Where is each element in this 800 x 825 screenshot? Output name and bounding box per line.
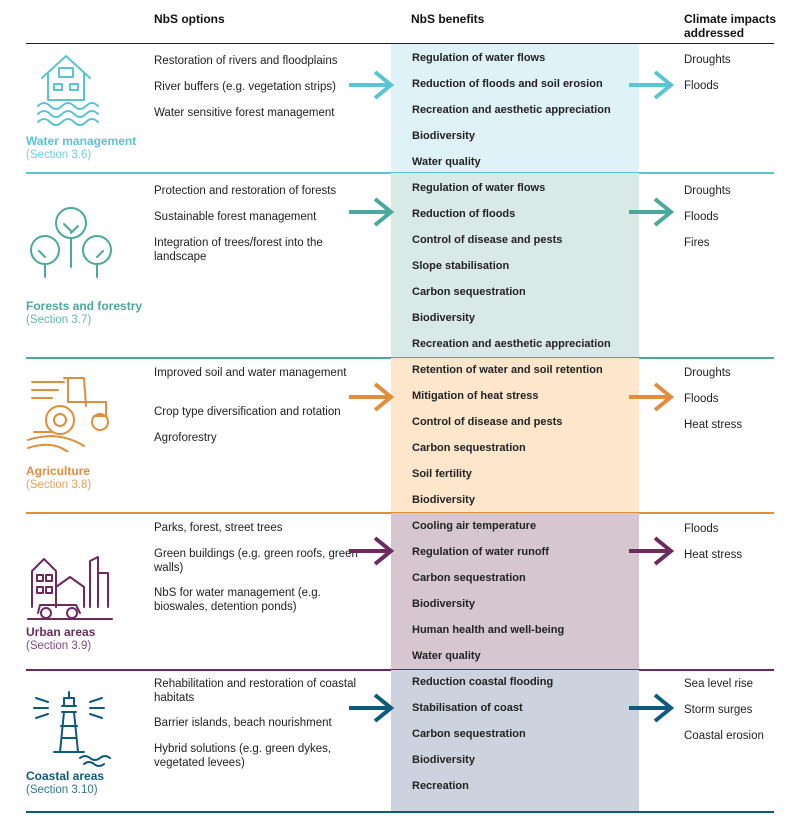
benefit-item: Stabilisation of coast xyxy=(412,702,523,714)
arrow-right-icon xyxy=(627,69,677,106)
arrow-right-icon xyxy=(347,535,397,572)
impact-item: Storm surges xyxy=(684,704,753,716)
option-item: Barrier islands, beach nourishment xyxy=(154,717,332,729)
arrow-right-icon xyxy=(347,69,397,106)
option-item: Protection and restoration of forests xyxy=(154,185,337,197)
section-reference: (Section 3.8) xyxy=(26,479,92,491)
benefit-item: Biodiversity xyxy=(412,754,475,766)
benefit-item: Regulation of water flows xyxy=(412,52,546,64)
arrow-right-icon xyxy=(627,196,677,233)
section-title: Forests and forestry xyxy=(26,299,143,313)
arrow-right-icon xyxy=(627,381,677,418)
impact-item: Heat stress xyxy=(684,549,743,561)
benefit-item: Biodiversity xyxy=(412,494,475,506)
header-rule xyxy=(26,43,774,44)
benefit-item: Control of disease and pests xyxy=(412,234,563,246)
benefit-item: Recreation and aesthetic appreciation xyxy=(412,104,611,116)
section-reference: (Section 3.9) xyxy=(26,640,92,652)
arrow-right-icon xyxy=(347,196,397,233)
benefit-item: Reduction coastal flooding xyxy=(412,676,554,688)
benefits-panel xyxy=(391,358,639,513)
section-reference: (Section 3.6) xyxy=(26,149,92,161)
section-title: Water management xyxy=(26,134,137,148)
benefit-item: Recreation xyxy=(412,780,469,792)
house-water-icon xyxy=(24,50,114,135)
header-benefits: NbS benefits xyxy=(411,12,485,26)
tractor-icon xyxy=(24,372,114,457)
benefit-item: Regulation of water flows xyxy=(412,182,546,194)
benefit-item: Biodiversity xyxy=(412,598,475,610)
option-item: Integration of trees/forest into the lan… xyxy=(154,237,323,263)
impact-item: Floods xyxy=(684,393,719,405)
impact-item: Sea level rise xyxy=(684,678,754,690)
option-item: Agroforestry xyxy=(154,432,217,444)
benefits-panel xyxy=(391,173,639,358)
option-item: Sustainable forest management xyxy=(154,211,317,223)
impact-item: Floods xyxy=(684,523,719,535)
benefit-item: Mitigation of heat stress xyxy=(412,390,539,402)
impact-item: Floods xyxy=(684,80,719,92)
benefit-item: Carbon sequestration xyxy=(412,442,526,454)
arrow-right-icon xyxy=(347,381,397,418)
benefit-item: Reduction of floods and soil erosion xyxy=(412,78,603,90)
section-reference: (Section 3.7) xyxy=(26,314,92,326)
benefit-item: Control of disease and pests xyxy=(412,416,563,428)
benefit-item: Regulation of water runoff xyxy=(412,546,549,558)
benefits-panel xyxy=(391,513,639,670)
lighthouse-icon xyxy=(24,688,114,773)
benefit-item: Reduction of floods xyxy=(412,208,516,220)
option-item: Crop type diversification and rotation xyxy=(154,406,341,418)
option-item: NbS for water management (e.g. bioswales… xyxy=(154,587,321,613)
trees-icon xyxy=(24,205,114,290)
header-impacts: Climate impacts addressed xyxy=(684,12,777,40)
impact-item: Heat stress xyxy=(684,419,743,431)
option-item: Water sensitive forest management xyxy=(154,107,335,119)
section-title: Coastal areas xyxy=(26,769,105,783)
benefits-panel xyxy=(391,44,639,173)
option-item: Hybrid solutions (e.g. green dykes, vege… xyxy=(154,743,332,769)
impact-item: Droughts xyxy=(684,185,731,197)
header-options: NbS options xyxy=(154,12,225,26)
impact-item: Fires xyxy=(684,237,710,249)
impact-item: Coastal erosion xyxy=(684,730,764,742)
section-title: Urban areas xyxy=(26,625,96,639)
impact-item: Floods xyxy=(684,211,719,223)
option-item: Rehabilitation and restoration of coasta… xyxy=(154,678,357,704)
arrow-right-icon xyxy=(347,692,397,729)
benefit-item: Recreation and aesthetic appreciation xyxy=(412,338,611,350)
arrow-right-icon xyxy=(627,535,677,572)
section-separator xyxy=(26,811,774,813)
impact-item: Droughts xyxy=(684,54,731,66)
arrow-right-icon xyxy=(627,692,677,729)
benefit-item: Human health and well-being xyxy=(412,624,565,636)
benefit-item: Carbon sequestration xyxy=(412,286,526,298)
benefit-item: Biodiversity xyxy=(412,312,475,324)
benefit-item: Water quality xyxy=(412,650,481,662)
option-item: Green buildings (e.g. green roofs, green… xyxy=(154,548,358,574)
benefits-panel xyxy=(391,670,639,812)
benefit-item: Biodiversity xyxy=(412,130,475,142)
benefit-item: Carbon sequestration xyxy=(412,572,526,584)
benefit-item: Retention of water and soil retention xyxy=(412,364,603,376)
city-icon xyxy=(24,543,114,628)
benefit-item: Slope stabilisation xyxy=(412,260,510,272)
section-title: Agriculture xyxy=(26,464,91,478)
benefit-item: Soil fertility xyxy=(412,468,472,480)
benefit-item: Water quality xyxy=(412,156,481,168)
section-reference: (Section 3.10) xyxy=(26,784,98,796)
option-item: Restoration of rivers and floodplains xyxy=(154,55,338,67)
option-item: River buffers (e.g. vegetation strips) xyxy=(154,81,336,93)
option-item: Improved soil and water management xyxy=(154,367,347,379)
benefit-item: Cooling air temperature xyxy=(412,520,537,532)
option-item: Parks, forest, street trees xyxy=(154,522,283,534)
impact-item: Droughts xyxy=(684,367,731,379)
benefit-item: Carbon sequestration xyxy=(412,728,526,740)
